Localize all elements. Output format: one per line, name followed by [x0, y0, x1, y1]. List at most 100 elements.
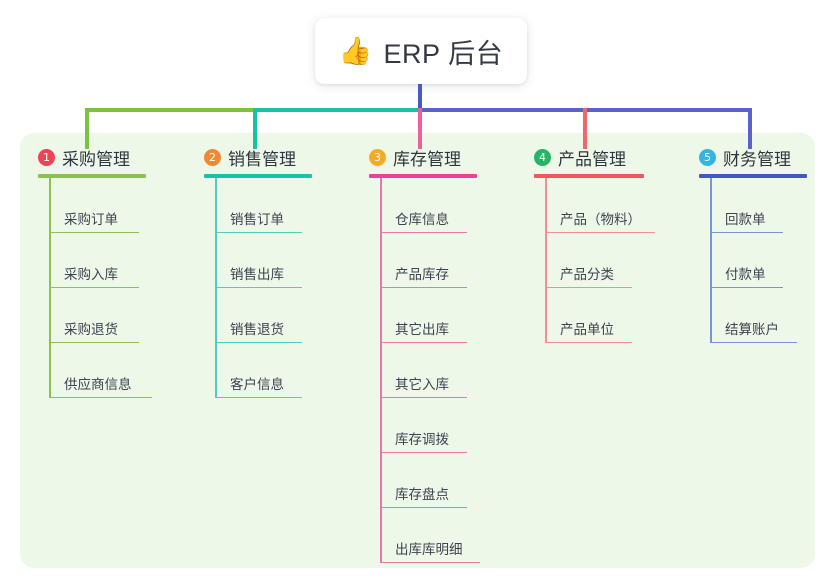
branch-spine	[380, 178, 382, 563]
branch-item[interactable]: 客户信息	[204, 343, 312, 398]
branch-number-badge: 1	[38, 148, 55, 166]
branch-underline	[534, 174, 644, 178]
branch-item-underline	[545, 341, 632, 343]
branch-item-underline	[215, 396, 302, 398]
branch-number-badge: 3	[369, 148, 386, 166]
branch-item-underline	[545, 231, 655, 233]
branch-item-underline	[545, 286, 632, 288]
branch-item[interactable]: 销售退货	[204, 288, 312, 343]
branch-column-product: 4 产品管理产品（物料） 产品分类产品单位	[534, 145, 655, 343]
branch-item[interactable]: 采购入库	[38, 233, 146, 288]
branch-spine	[215, 178, 217, 398]
branch-number-badge: 2	[204, 148, 221, 166]
branch-item[interactable]: 库存盘点	[369, 453, 477, 508]
branch-item-label: 出库库明细	[395, 542, 463, 557]
branch-item[interactable]: 采购退货	[38, 288, 146, 343]
branch-item-label: 库存调拨	[395, 432, 449, 447]
branch-spine	[710, 178, 712, 343]
branch-item-label: 其它入库	[395, 377, 449, 392]
branch-item-underline	[49, 231, 139, 233]
branch-item-label: 仓库信息	[395, 212, 449, 227]
branch-item[interactable]: 产品（物料）	[534, 178, 655, 233]
branch-item[interactable]: 库存调拨	[369, 398, 477, 453]
drop-purchase	[85, 108, 89, 149]
branch-item-underline	[49, 396, 152, 398]
branch-item-underline	[215, 231, 302, 233]
branch-item[interactable]: 产品分类	[534, 233, 644, 288]
branch-item[interactable]: 仓库信息	[369, 178, 477, 233]
branch-item-underline	[380, 286, 467, 288]
branch-item[interactable]: 付款单	[699, 233, 807, 288]
branch-item[interactable]: 其它出库	[369, 288, 477, 343]
branch-title: 采购管理	[62, 149, 130, 169]
branch-item-label: 付款单	[725, 267, 766, 282]
branch-item-label: 产品库存	[395, 267, 449, 282]
branch-item[interactable]: 产品单位	[534, 288, 644, 343]
branch-item-label: 销售退货	[230, 322, 284, 337]
branch-item[interactable]: 结算账户	[699, 288, 807, 343]
root-node-erp-backend[interactable]: 👍 ERP 后台	[315, 18, 527, 84]
branch-underline	[369, 174, 477, 178]
branch-number-badge: 4	[534, 148, 551, 166]
branch-column-purchase: 1 采购管理采购订单采购入库采购退货供应商信息	[38, 145, 152, 398]
branch-underline	[699, 174, 807, 178]
branch-item[interactable]: 供应商信息	[38, 343, 152, 398]
branch-items-finance: 回款单付款单结算账户	[699, 178, 807, 343]
branch-item-label: 回款单	[725, 212, 766, 227]
branch-column-sales: 2 销售管理销售订单销售出库销售退货客户信息	[204, 145, 312, 398]
branch-title: 库存管理	[393, 149, 461, 169]
drop-sales	[253, 108, 257, 149]
branch-underline	[204, 174, 312, 178]
branch-item-label: 采购订单	[64, 212, 118, 227]
branch-item-underline	[380, 506, 467, 508]
root-node-title: ERP 后台	[383, 38, 504, 69]
branch-item-underline	[49, 286, 139, 288]
trunk-teal	[253, 108, 420, 112]
branch-item[interactable]: 回款单	[699, 178, 807, 233]
branch-item-label: 采购入库	[64, 267, 118, 282]
diagram-background-panel	[20, 133, 815, 568]
branch-item-underline	[380, 231, 467, 233]
branch-item[interactable]: 其它入库	[369, 343, 477, 398]
branch-title: 产品管理	[558, 149, 626, 169]
branch-header-sales[interactable]: 2 销售管理	[204, 145, 312, 169]
branch-header-product[interactable]: 4 产品管理	[534, 145, 644, 169]
branch-header-inventory[interactable]: 3 库存管理	[369, 145, 477, 169]
branch-item-label: 客户信息	[230, 377, 284, 392]
branch-items-purchase: 采购订单采购入库采购退货供应商信息	[38, 178, 152, 398]
root-stem-line	[418, 84, 422, 112]
branch-item-underline	[710, 341, 797, 343]
branch-item-label: 库存盘点	[395, 487, 449, 502]
branch-spine	[49, 178, 51, 398]
branch-item[interactable]: 销售出库	[204, 233, 312, 288]
branch-items-sales: 销售订单销售出库销售退货客户信息	[204, 178, 312, 398]
thumbs-up-icon: 👍	[338, 35, 373, 66]
branch-title: 销售管理	[228, 149, 296, 169]
branch-item[interactable]: 采购订单	[38, 178, 146, 233]
branch-item-label: 销售订单	[230, 212, 284, 227]
branch-item-underline	[380, 396, 467, 398]
branch-items-inventory: 仓库信息产品库存其它出库其它入库库存调拨库存盘点出库库明细	[369, 178, 480, 563]
branch-item-label: 销售出库	[230, 267, 284, 282]
branch-item-underline	[710, 231, 783, 233]
branch-item-underline	[380, 561, 480, 563]
branch-items-product: 产品（物料） 产品分类产品单位	[534, 178, 655, 343]
root-node-content: 👍 ERP 后台	[339, 32, 503, 71]
trunk-green	[85, 108, 255, 112]
drop-finance	[748, 108, 752, 149]
branch-item-underline	[215, 341, 302, 343]
branch-underline	[38, 174, 146, 178]
branch-item-label: 采购退货	[64, 322, 118, 337]
branch-header-purchase[interactable]: 1 采购管理	[38, 145, 146, 169]
branch-number-badge: 5	[699, 148, 716, 166]
branch-item-underline	[380, 451, 467, 453]
branch-item[interactable]: 产品库存	[369, 233, 477, 288]
branch-item-underline	[710, 286, 783, 288]
branch-column-inventory: 3 库存管理仓库信息产品库存其它出库其它入库库存调拨库存盘点出库库明细	[369, 145, 480, 563]
drop-inventory	[418, 108, 422, 149]
branch-item-label: 产品（物料）	[560, 212, 641, 227]
branch-item[interactable]: 销售订单	[204, 178, 312, 233]
branch-item[interactable]: 出库库明细	[369, 508, 480, 563]
